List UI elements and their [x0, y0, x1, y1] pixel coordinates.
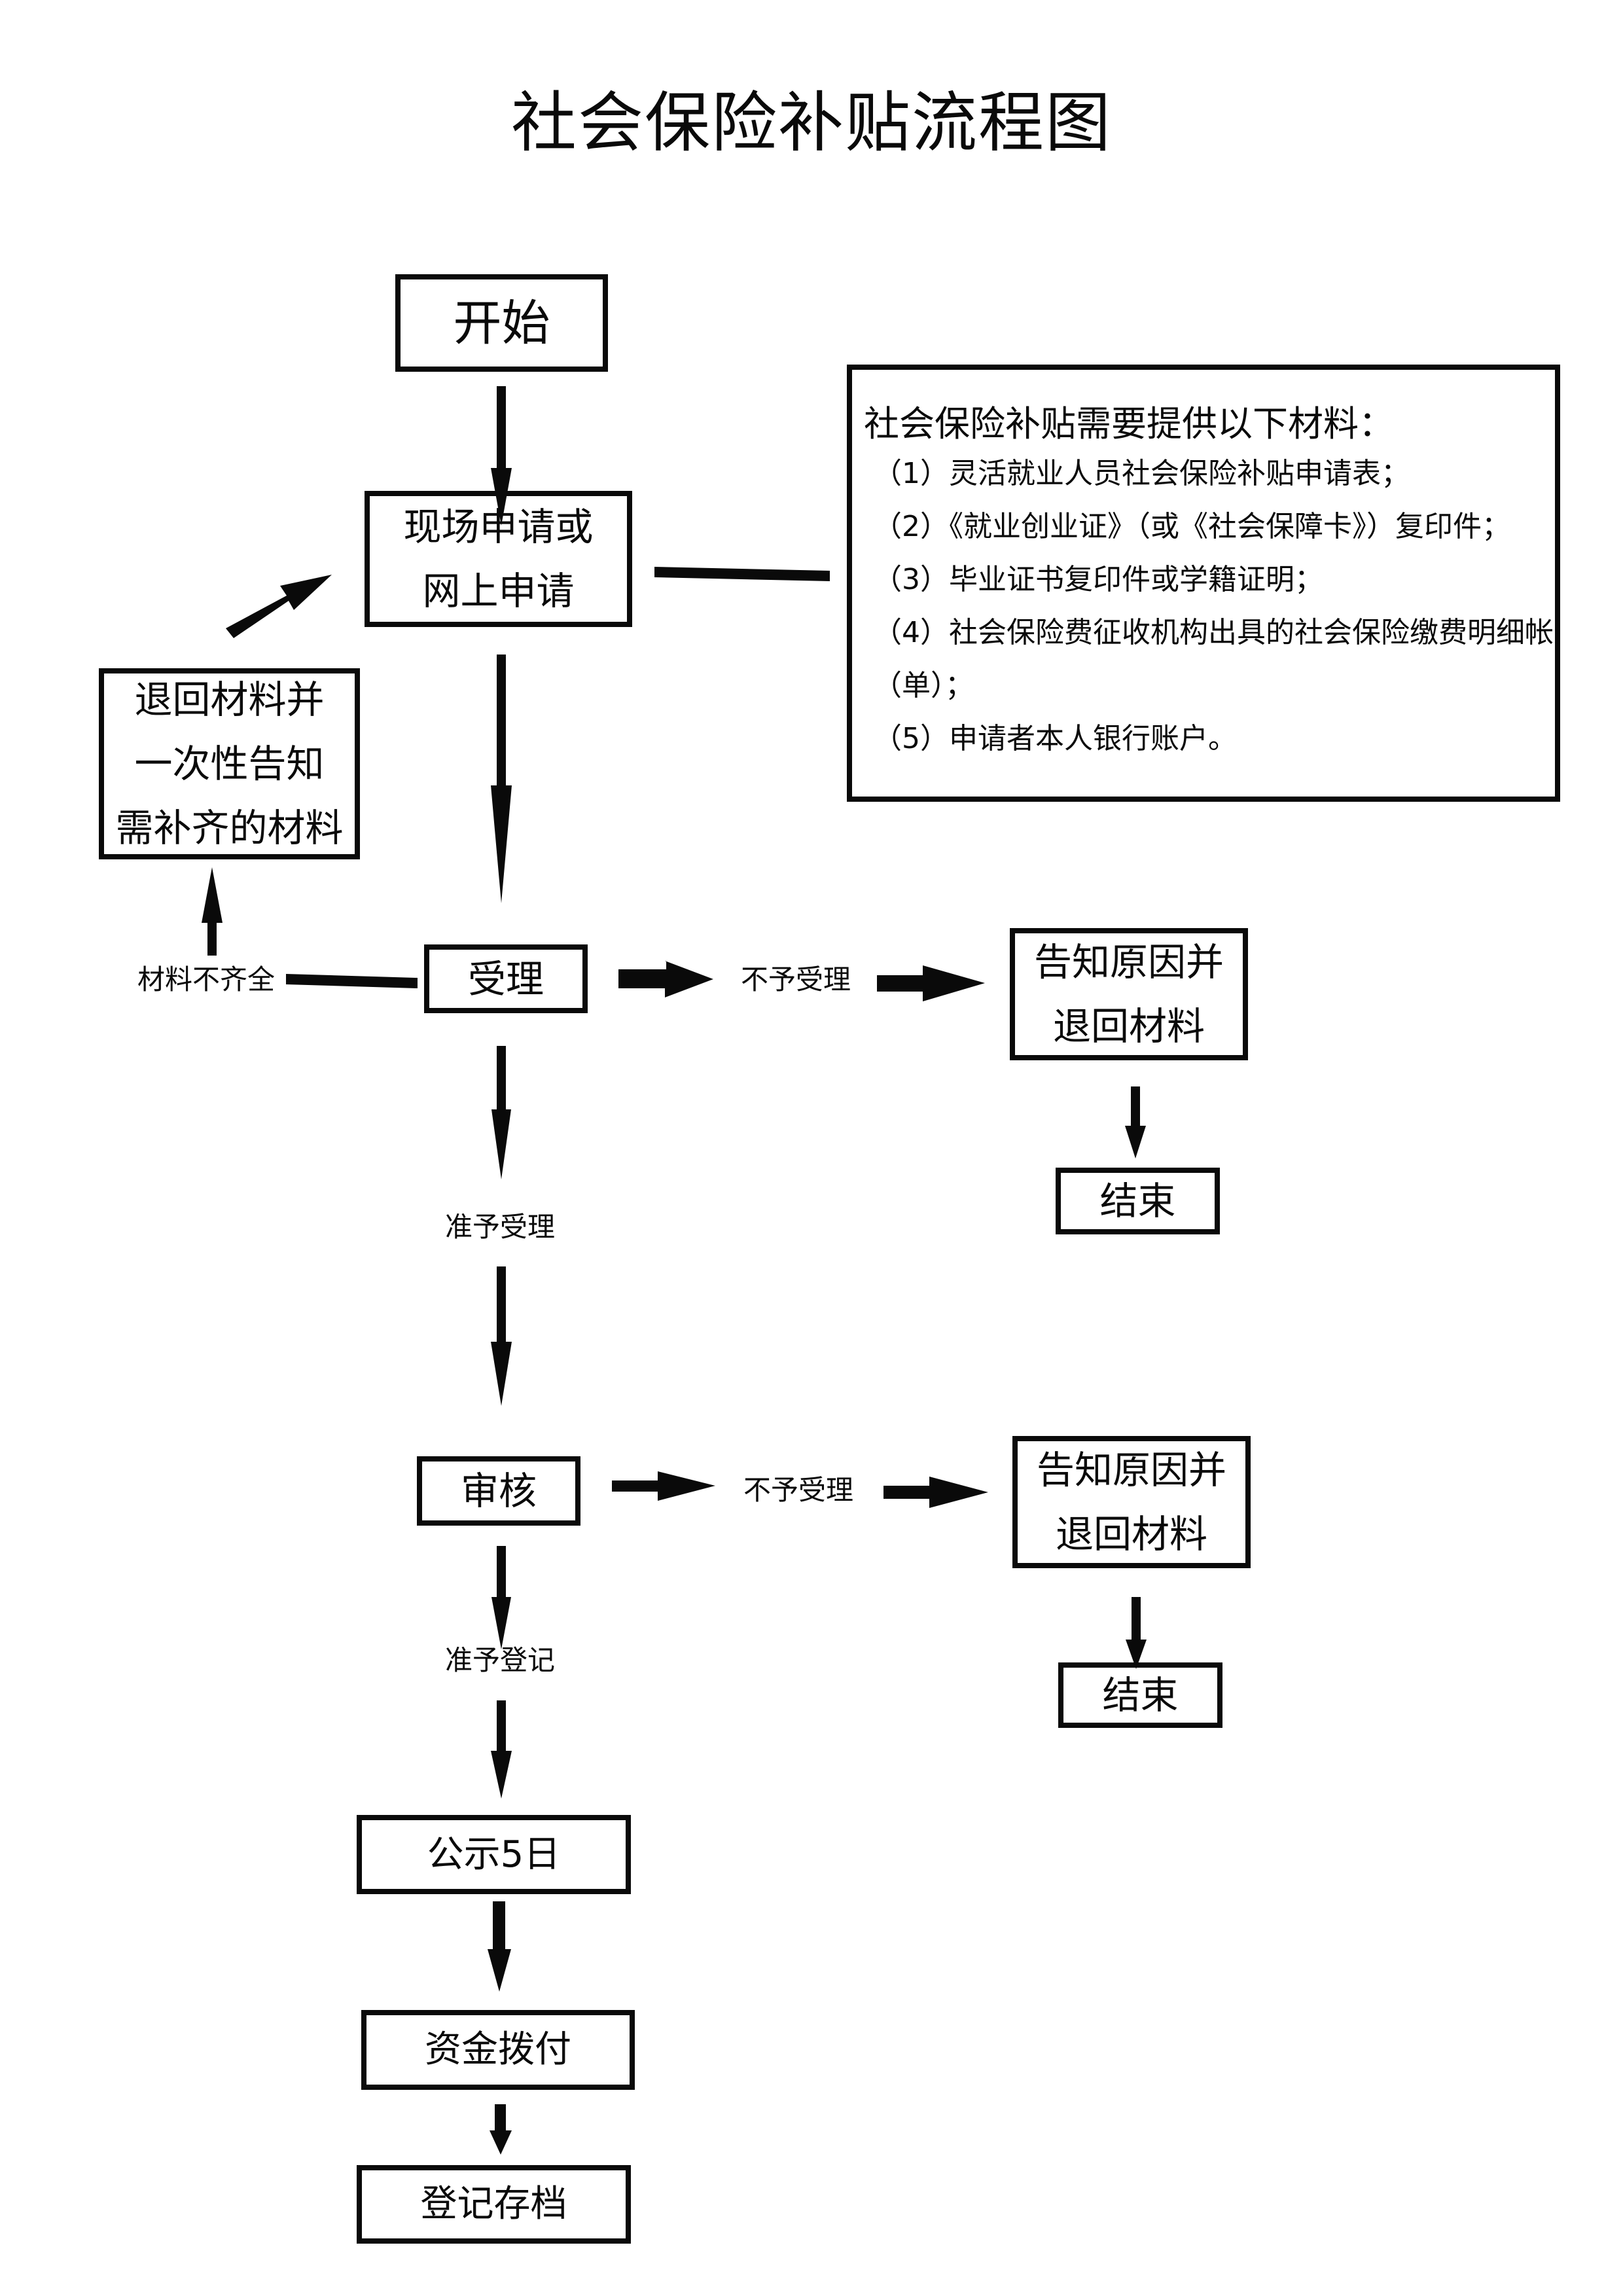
arrow-label-to-notice-1 — [877, 965, 985, 1001]
node-reject2-line-1: 告知原因并 — [1036, 1448, 1226, 1492]
node-end-1: 结束 — [1056, 1168, 1220, 1234]
arrow-review-to-register-label — [491, 1546, 511, 1649]
diagram-title: 社会保险补贴流程图 — [511, 84, 1112, 161]
node-archive-label: 登记存档 — [420, 2183, 567, 2225]
arrow-publicity-to-fund — [488, 1901, 511, 1992]
node-apply-line-2: 网上申请 — [422, 569, 575, 613]
node-accept: 受理 — [424, 944, 588, 1013]
edge-label-reject-accept-2: 不予受理 — [743, 1474, 854, 1506]
node-apply-line-1: 现场申请或 — [403, 505, 594, 549]
arrow-return-to-apply — [226, 575, 332, 638]
arrow-fund-to-archive — [490, 2104, 512, 2155]
arrow-notice2-to-end2 — [1126, 1597, 1147, 1669]
arrow-accept-to-approve-label — [491, 1046, 511, 1179]
materials-item: （4）社会保险费征收机构出具的社会保险缴费明细帐 — [873, 616, 1554, 649]
edge-label-approve-register: 准予登记 — [445, 1644, 556, 1676]
node-reject-notice-1: 告知原因并 退回材料 — [1010, 928, 1248, 1060]
node-reject1-line-1: 告知原因并 — [1033, 940, 1224, 984]
node-start: 开始 — [395, 274, 608, 372]
node-start-label: 开始 — [453, 295, 550, 351]
node-fund-label: 资金拨付 — [425, 2028, 571, 2071]
arrow-incomplete-to-return — [202, 867, 223, 956]
materials-box: 社会保险补贴需要提供以下材料： （1）灵活就业人员社会保险补贴申请表； （2）《… — [847, 365, 1560, 802]
node-return-line-3: 需补齐的材料 — [115, 806, 344, 850]
node-return-line-1: 退回材料并 — [134, 677, 325, 722]
arrow-label-to-notice-2 — [883, 1477, 988, 1508]
node-return-materials: 退回材料并 一次性告知 需补齐的材料 — [99, 668, 360, 859]
node-reject-notice-2: 告知原因并 退回材料 — [1012, 1436, 1251, 1568]
node-apply: 现场申请或 网上申请 — [365, 491, 632, 627]
arrow-review-to-reject-label — [612, 1471, 715, 1501]
arrow-accept-to-reject-label — [618, 961, 713, 997]
materials-item: （3）毕业证书复印件或学籍证明； — [873, 563, 1323, 596]
node-end-2: 结束 — [1058, 1662, 1222, 1728]
line-apply-to-materials — [654, 567, 830, 581]
materials-heading: 社会保险补贴需要提供以下材料： — [864, 403, 1394, 444]
edge-label-reject-accept-1: 不予受理 — [741, 963, 851, 996]
arrow-label-to-publicity — [491, 1700, 512, 1799]
node-review-label: 审核 — [460, 1469, 537, 1513]
node-review: 审核 — [417, 1456, 580, 1526]
node-end1-label: 结束 — [1099, 1179, 1176, 1223]
node-publicity: 公示5日 — [357, 1815, 631, 1894]
arrow-label-to-review — [491, 1266, 512, 1406]
node-publicity-label: 公示5日 — [427, 1833, 561, 1876]
arrow-apply-to-accept — [491, 655, 512, 903]
materials-item: （单）； — [873, 669, 974, 702]
line-accept-to-incomplete — [286, 974, 418, 988]
node-return-line-2: 一次性告知 — [134, 742, 325, 786]
edge-label-incomplete: 材料不齐全 — [137, 963, 276, 996]
node-fund-allocation: 资金拨付 — [361, 2010, 635, 2090]
node-end2-label: 结束 — [1102, 1673, 1179, 1717]
materials-item: （1）灵活就业人员社会保险补贴申请表； — [873, 457, 1410, 490]
node-archive: 登记存档 — [357, 2165, 631, 2244]
materials-item: （5）申请者本人银行账户。 — [873, 722, 1237, 755]
materials-item: （2）《就业创业证》（或《社会保障卡》）复印件； — [873, 510, 1510, 543]
arrow-notice1-to-end1 — [1125, 1086, 1146, 1158]
node-reject1-line-2: 退回材料 — [1052, 1004, 1205, 1049]
node-reject2-line-2: 退回材料 — [1055, 1512, 1207, 1556]
node-accept-label: 受理 — [467, 956, 544, 1001]
edge-label-approve-accept: 准予受理 — [445, 1211, 556, 1243]
